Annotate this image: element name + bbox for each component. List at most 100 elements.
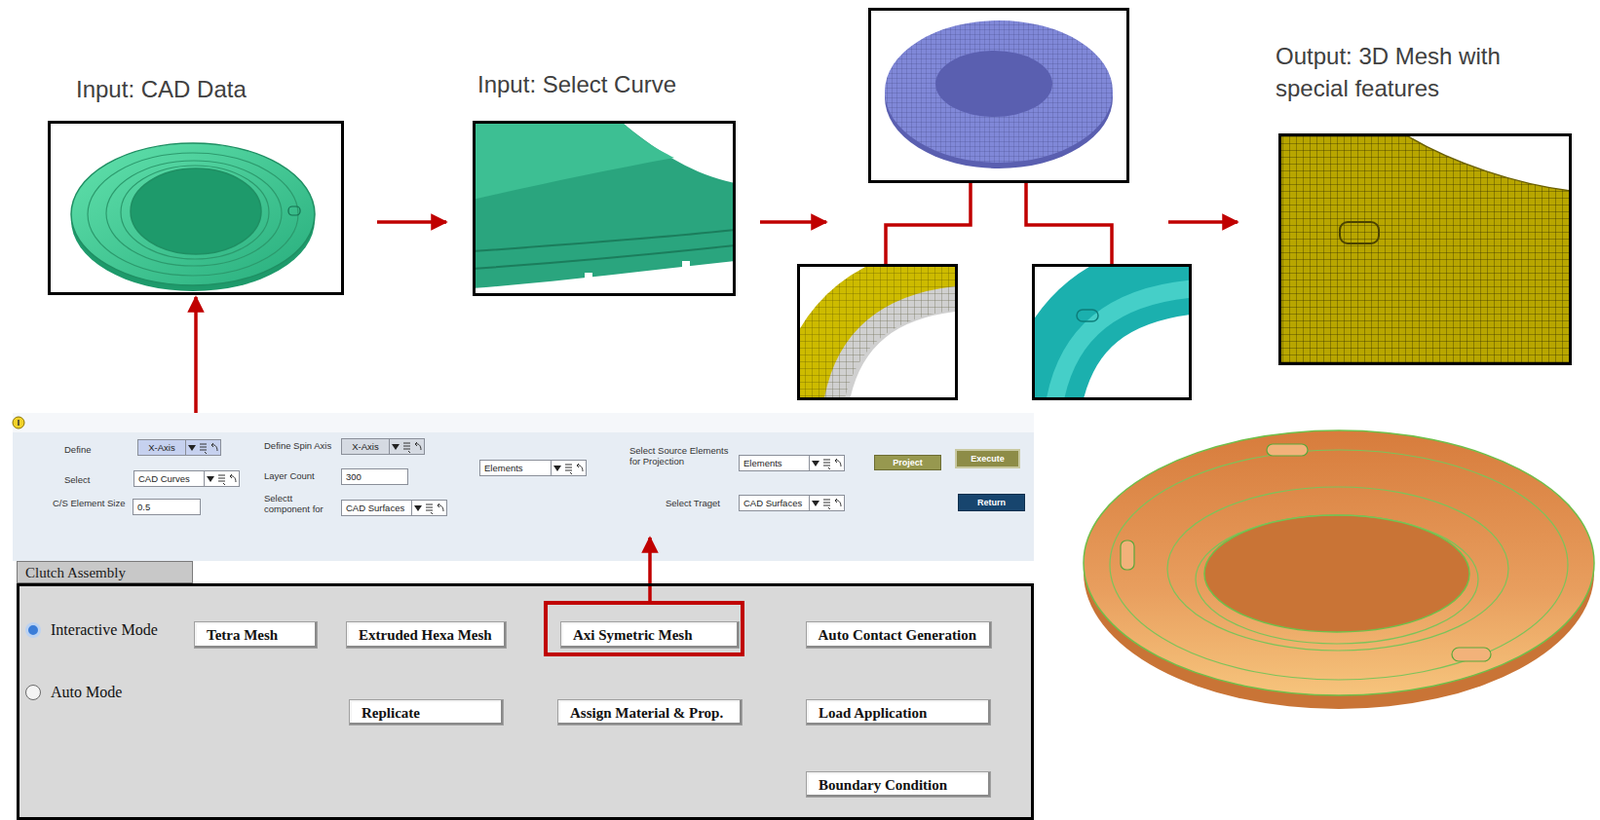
red-arrow <box>760 220 827 225</box>
cad-torus <box>71 143 315 292</box>
slot <box>1120 540 1135 571</box>
list-icon <box>403 443 411 454</box>
menu-button: Boundary Condition <box>805 771 991 799</box>
undo-icon <box>437 503 444 512</box>
dropdown-arrow <box>188 445 196 452</box>
divider <box>185 440 187 456</box>
dropdown-arrow <box>391 444 400 451</box>
notch <box>584 272 593 285</box>
dropdown-icons <box>411 500 447 516</box>
band <box>1054 288 1189 398</box>
text-input: 0.5 <box>132 498 201 516</box>
field-label: C/S Element Size <box>52 497 125 509</box>
dropdown-arrow <box>811 500 820 507</box>
project-button: Project <box>874 455 942 471</box>
menu-button: Tetra Mesh <box>193 621 318 649</box>
field-value: CAD Surfaces <box>345 502 405 515</box>
torus-ring <box>1167 487 1509 651</box>
orange-torus <box>1083 430 1595 710</box>
dropdown: Elements <box>738 455 845 472</box>
menu-button: Load Application <box>805 699 991 726</box>
mesh-grid <box>1281 136 1569 363</box>
dialog-strip <box>12 413 1034 433</box>
divider <box>411 500 413 516</box>
torus-ring <box>120 165 269 260</box>
torus-ring <box>1109 450 1568 681</box>
list-icon <box>218 475 226 486</box>
field-value: Elements <box>743 457 783 470</box>
mesh-torus <box>884 20 1113 169</box>
dropdown: CAD Surfaces <box>341 499 448 517</box>
band <box>1042 274 1189 398</box>
button-label: Tetra Mesh <box>206 626 278 645</box>
button-label: Auto Contact Generation <box>818 626 977 645</box>
dropdown-arrow <box>414 505 422 512</box>
menu-button: Auto Contact Generation <box>805 621 992 649</box>
red-arrow <box>1026 183 1112 265</box>
slot <box>1451 647 1491 662</box>
dropdown: CAD Curves <box>133 470 240 488</box>
radio-empty <box>25 685 41 701</box>
slot <box>1339 222 1379 244</box>
curve-closeup <box>475 123 733 289</box>
field-value: 300 <box>345 471 362 484</box>
band-light <box>475 123 675 200</box>
dropdown-icons <box>808 456 844 471</box>
heading: Output: 3D Mesh with special features <box>1275 39 1559 105</box>
torus-ring <box>1195 515 1479 645</box>
red-arrow <box>885 183 971 265</box>
radio-selected <box>25 622 41 639</box>
field-value: CAD Surfaces <box>743 497 802 510</box>
dropdown-icons <box>808 495 844 511</box>
undo-icon <box>835 458 841 467</box>
divider <box>388 439 390 455</box>
divider <box>808 456 810 471</box>
undo-icon <box>211 443 218 452</box>
field-value: X-Axis <box>148 442 175 455</box>
notch <box>682 261 690 273</box>
list-icon <box>565 464 572 475</box>
button-label: Load Application <box>818 704 927 723</box>
dropdown-icons <box>388 439 424 455</box>
dropdown: X-Axis <box>341 438 425 456</box>
torus-ring <box>106 160 282 267</box>
tab-label: Clutch Assembly <box>25 564 126 582</box>
field-label: Layer Count <box>264 470 315 482</box>
slot <box>1266 444 1308 457</box>
button-label: Extruded Hexa Mesh <box>358 626 493 645</box>
button-label: Boundary Condition <box>818 776 948 795</box>
info-icon <box>12 417 25 429</box>
button-label: Project <box>892 457 923 469</box>
red-arrow <box>193 297 198 414</box>
band <box>808 274 955 398</box>
dropdown-arrow <box>206 476 215 483</box>
menu-button: Axi Symetric Mesh <box>560 621 740 649</box>
dropdown: CAD Surfaces <box>738 495 845 512</box>
undo-icon <box>229 474 236 483</box>
output-mesh <box>1281 136 1569 363</box>
button-label: Execute <box>970 454 1005 465</box>
hole <box>1403 136 1569 191</box>
torus-mesh <box>884 20 1113 163</box>
button-label: Axi Symetric Mesh <box>572 626 692 645</box>
output-image-box: Output: 3D Mesh with special features <box>1278 133 1572 366</box>
dropdown: Elements <box>479 459 587 477</box>
torus-surface <box>71 143 315 286</box>
heading: Input: Select Curve <box>477 68 677 101</box>
menu-button: Extruded Hexa Mesh <box>345 621 507 649</box>
dialog-ground <box>12 413 1034 562</box>
curve-image-box: Input: Select Curve <box>472 120 736 297</box>
return-button: Return <box>957 494 1026 512</box>
field-value: CAD Curves <box>138 473 191 486</box>
field-label: Select Traget <box>665 497 721 509</box>
torus-surface <box>1083 430 1595 696</box>
heading: Input: CAD Data <box>76 73 247 106</box>
button-label: Assign Material & Prop. <box>570 704 724 723</box>
dropdown-arrow <box>811 460 820 467</box>
red-arrow <box>1168 220 1238 225</box>
slot <box>1076 309 1099 322</box>
field-value: 0.5 <box>137 501 151 514</box>
red-arrow <box>647 537 652 606</box>
field-value: Elements <box>484 462 524 475</box>
field-label: Selectt component for <box>264 493 337 515</box>
